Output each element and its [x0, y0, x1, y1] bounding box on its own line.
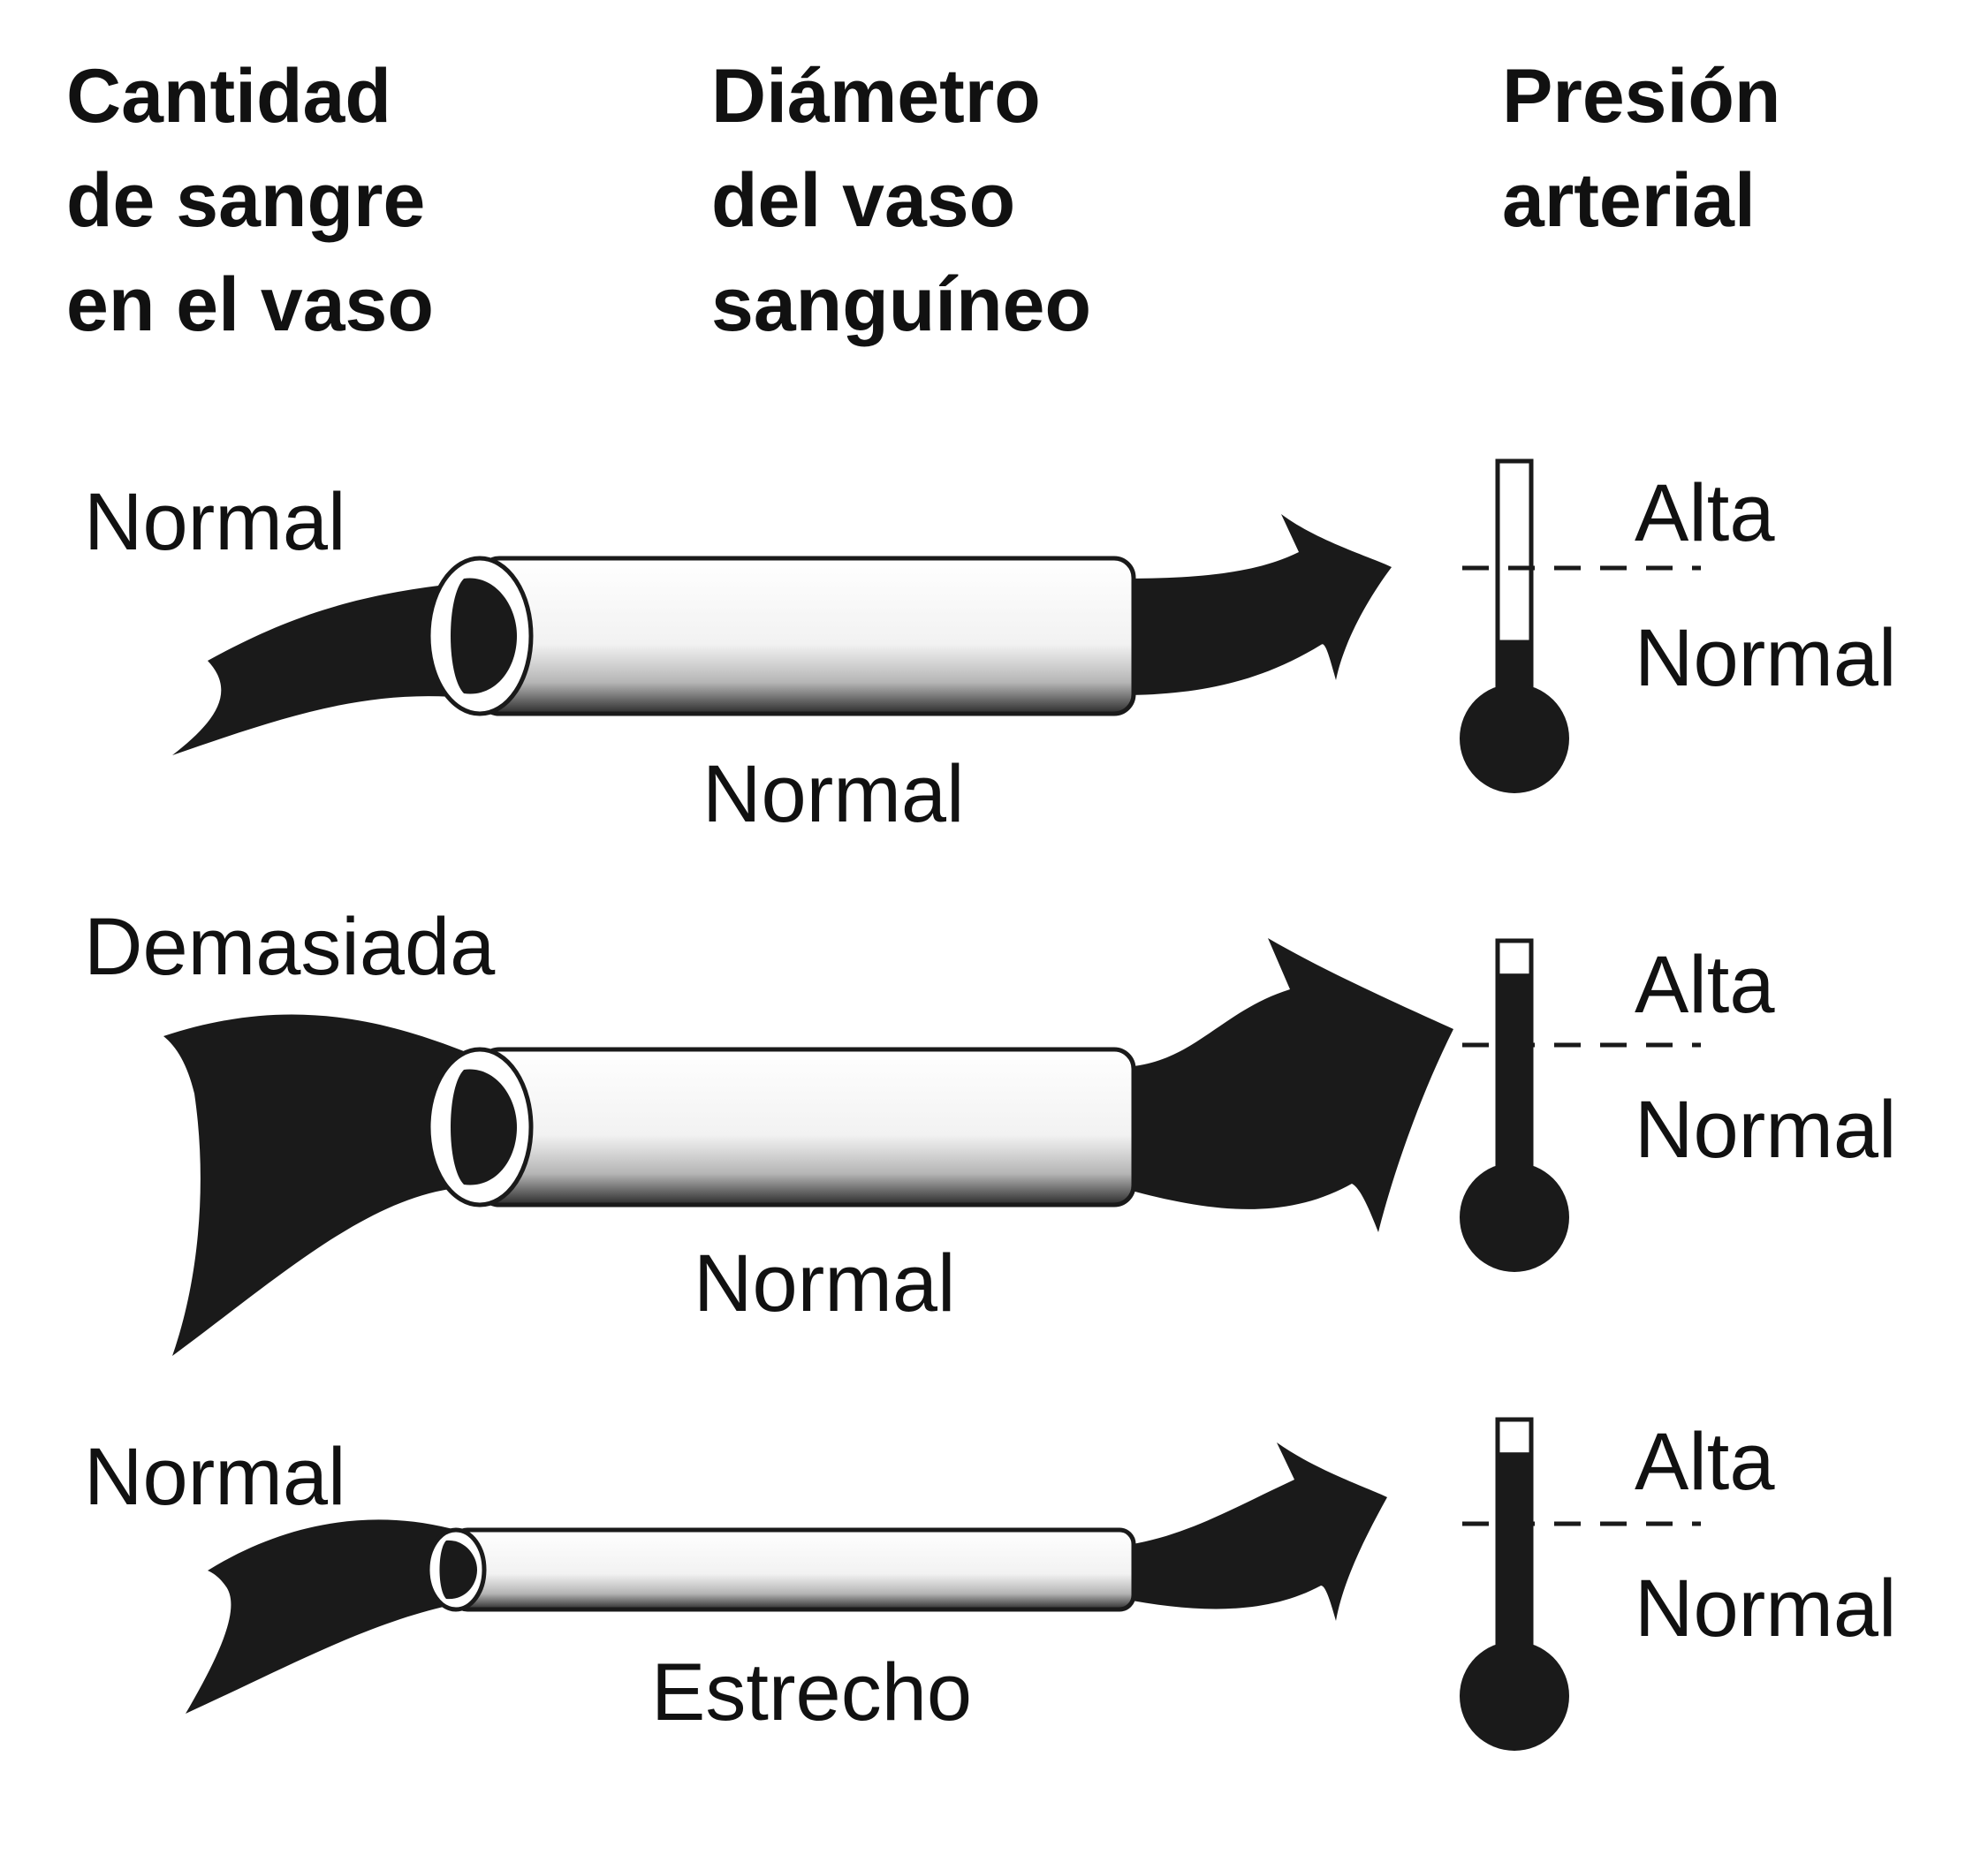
thermometer [1460, 1417, 1569, 1751]
row-excess-normal: Demasiada Normal Alta Normal [84, 902, 1896, 1356]
diameter-label: Normal [702, 749, 964, 839]
pressure-normal-label: Normal [1635, 1564, 1896, 1654]
blood-vessel-tube [451, 1527, 1136, 1612]
amount-label: Demasiada [84, 902, 496, 992]
row-normal-narrow: Normal Estrecho Alta Normal [84, 1417, 1896, 1751]
thermometer [1460, 938, 1569, 1272]
vessel-opening-blood [439, 1540, 477, 1600]
header-amount-line-1: Cantidad [66, 54, 391, 139]
blood-flow-in [186, 1519, 459, 1714]
pressure-normal-label: Normal [1635, 1085, 1896, 1175]
pressure-normal-label: Normal [1635, 613, 1896, 703]
header-diameter: Diámetro del vaso sanguíneo [711, 54, 1091, 347]
header-pressure: Presión arterial [1502, 54, 1780, 243]
pressure-high-label: Alta [1635, 468, 1775, 558]
header-pressure-line-2: arterial [1502, 158, 1756, 243]
thermometer-bulb [1460, 1162, 1569, 1272]
header-amount-line-2: de sangre [66, 158, 425, 243]
amount-label: Normal [84, 1432, 345, 1522]
header-amount-line-3: en el vaso [66, 262, 434, 347]
amount-label: Normal [84, 477, 345, 567]
thermometer [1460, 458, 1569, 793]
blood-vessel-tube [477, 1047, 1136, 1208]
thermometer-bulb [1460, 684, 1569, 793]
row-normal-normal: Normal Normal Alta Normal [84, 458, 1896, 839]
header-diameter-line-2: del vaso [711, 158, 1015, 243]
blood-flow-out-arrow [1122, 514, 1392, 695]
header-diameter-line-3: sanguíneo [711, 262, 1091, 347]
thermometer-bulb [1460, 1641, 1569, 1751]
blood-vessel-tube [477, 556, 1136, 716]
blood-flow-out-arrow [1122, 1442, 1387, 1621]
pressure-high-label: Alta [1635, 1417, 1775, 1507]
blood-flow-in [163, 1014, 482, 1356]
pressure-high-label: Alta [1635, 940, 1775, 1030]
header-pressure-line-1: Presión [1502, 54, 1780, 139]
blood-flow-in [172, 581, 482, 755]
diameter-label: Normal [694, 1238, 955, 1329]
diameter-label: Estrecho [651, 1647, 972, 1738]
header-amount: Cantidad de sangre en el vaso [66, 54, 434, 347]
header-diameter-line-1: Diámetro [711, 54, 1041, 139]
blood-flow-out-arrow [1122, 938, 1453, 1232]
vessel-opening-blood [451, 578, 517, 694]
vessel-opening-blood [451, 1069, 517, 1185]
